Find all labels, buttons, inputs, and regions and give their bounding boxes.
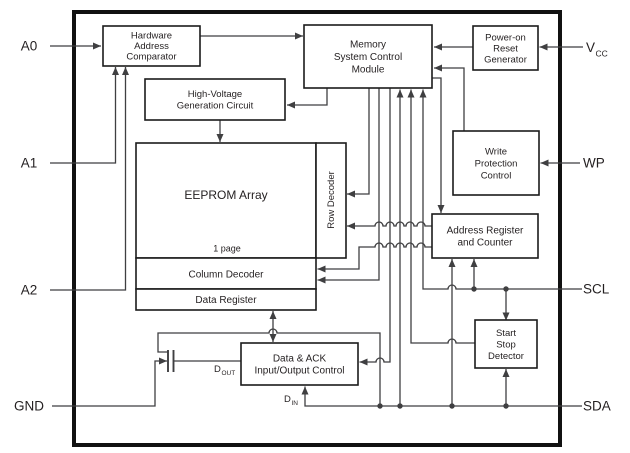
block-label: Start xyxy=(496,328,516,339)
block-label: Generation Circuit xyxy=(177,101,254,112)
block-label: Comparator xyxy=(126,52,176,63)
signal-label-dout: D xyxy=(214,364,221,375)
block-label: Detector xyxy=(488,351,524,362)
wire-control-module-to-data-ack-control xyxy=(359,88,391,366)
block-label: Power-on xyxy=(485,33,526,44)
block-high-voltage-generation-circuit: High-Voltage Generation Circuit xyxy=(144,78,286,121)
block-address-register-and-counter: Address Register and Counter xyxy=(431,213,539,259)
wires xyxy=(50,32,583,407)
wire-a2-to-comparator xyxy=(50,67,129,291)
junction-dot xyxy=(397,403,403,409)
block-power-on-reset-generator: Power-on Reset Generator xyxy=(472,25,539,71)
block-label: Input/Output Control xyxy=(254,366,344,377)
block-label: System Control xyxy=(334,52,402,63)
block-label: Memory xyxy=(350,40,386,51)
block-label: Hardware xyxy=(131,31,172,42)
block-eeprom-array: EEPROM Array 1 page xyxy=(135,142,317,259)
junction-dots xyxy=(377,286,509,409)
pin-label-vcc-subscript: CC xyxy=(596,49,608,59)
block-label: Data & ACK xyxy=(273,354,327,365)
signal-labels: D OUT D IN xyxy=(214,364,298,407)
block-rect xyxy=(303,24,433,89)
block-rect xyxy=(135,142,317,259)
signal-label-din: D xyxy=(284,394,291,405)
output-transistor xyxy=(167,350,175,372)
wire-write-protection-to-control-module xyxy=(434,64,465,131)
block-label: Row Decoder xyxy=(326,171,337,229)
pin-label-sda: SDA xyxy=(583,399,611,414)
block-data-register: Data Register xyxy=(135,288,317,311)
block-label: Address xyxy=(134,41,169,52)
pin-label-gnd: GND xyxy=(14,399,44,414)
junction-dot xyxy=(503,286,509,292)
block-rect xyxy=(240,342,359,386)
wire-start-stop-detector-to-control-module xyxy=(407,89,475,344)
block-rect xyxy=(431,213,539,259)
block-rect xyxy=(474,319,538,369)
pin-label-a1: A1 xyxy=(21,156,38,171)
wire-address-register-to-column-decoder xyxy=(317,242,432,273)
junction-dot xyxy=(377,403,383,409)
block-label: Reset xyxy=(493,44,518,55)
block-row-decoder: Row Decoder xyxy=(315,142,347,259)
block-label: Data Register xyxy=(195,295,257,306)
pin-label-wp: WP xyxy=(583,156,605,171)
block-write-protection-control: Write Protection Control xyxy=(452,130,540,196)
block-label: EEPROM Array xyxy=(184,188,267,202)
wire-control-module-to-address-register xyxy=(432,77,445,213)
block-label: Generator xyxy=(484,55,527,66)
wire-gnd-to-transistor-source xyxy=(52,357,167,407)
block-rect xyxy=(135,288,317,311)
block-label: Module xyxy=(352,65,385,76)
block-data-ack-io-control: Data & ACK Input/Output Control xyxy=(240,342,359,386)
junction-dot xyxy=(471,286,477,292)
block-label: Address Register xyxy=(447,226,524,237)
junction-dot xyxy=(503,403,509,409)
signal-label-dout-subscript: OUT xyxy=(222,370,236,377)
block-rect xyxy=(102,25,201,67)
signal-label-din-subscript: IN xyxy=(292,400,299,407)
block-column-decoder: Column Decoder xyxy=(135,257,317,290)
wire-control-module-to-hv-generator xyxy=(287,88,328,109)
chip-outline xyxy=(72,10,562,447)
wire-transistor-drain-to-sda xyxy=(157,328,381,406)
wire-control-module-to-column-decoder xyxy=(317,88,380,284)
block-label: Stop xyxy=(496,340,516,351)
block-memory-system-control-module: Memory System Control Module xyxy=(303,24,433,89)
junction-dot xyxy=(449,403,455,409)
pin-label-scl: SCL xyxy=(583,282,610,297)
pin-labels: A0 A1 A2 GND V CC WP SCL SDA xyxy=(14,39,611,414)
block-label: Protection xyxy=(475,159,518,170)
block-label: and Counter xyxy=(457,238,513,249)
block-label: High-Voltage xyxy=(188,89,242,100)
block-label: Column Decoder xyxy=(188,270,264,281)
wire-scl-to-control-module xyxy=(419,89,582,290)
block-hardware-address-comparator: Hardware Address Comparator xyxy=(102,25,201,67)
one-page-label: 1 page xyxy=(213,244,241,254)
pin-label-vcc: V xyxy=(586,40,595,55)
wire-sda-din-to-data-ack-control xyxy=(301,386,582,407)
block-rect xyxy=(315,142,347,259)
pin-label-a2: A2 xyxy=(21,283,38,298)
wire-control-module-to-row-decoder xyxy=(347,88,370,198)
block-rect xyxy=(144,78,286,121)
pin-label-a0: A0 xyxy=(21,39,38,54)
wire-a1-to-comparator xyxy=(50,67,119,164)
block-rect xyxy=(472,25,539,71)
block-start-stop-detector: Start Stop Detector xyxy=(474,319,538,369)
block-label: Write xyxy=(485,147,507,158)
block-label: Control xyxy=(481,171,512,182)
block-rect xyxy=(452,130,540,196)
